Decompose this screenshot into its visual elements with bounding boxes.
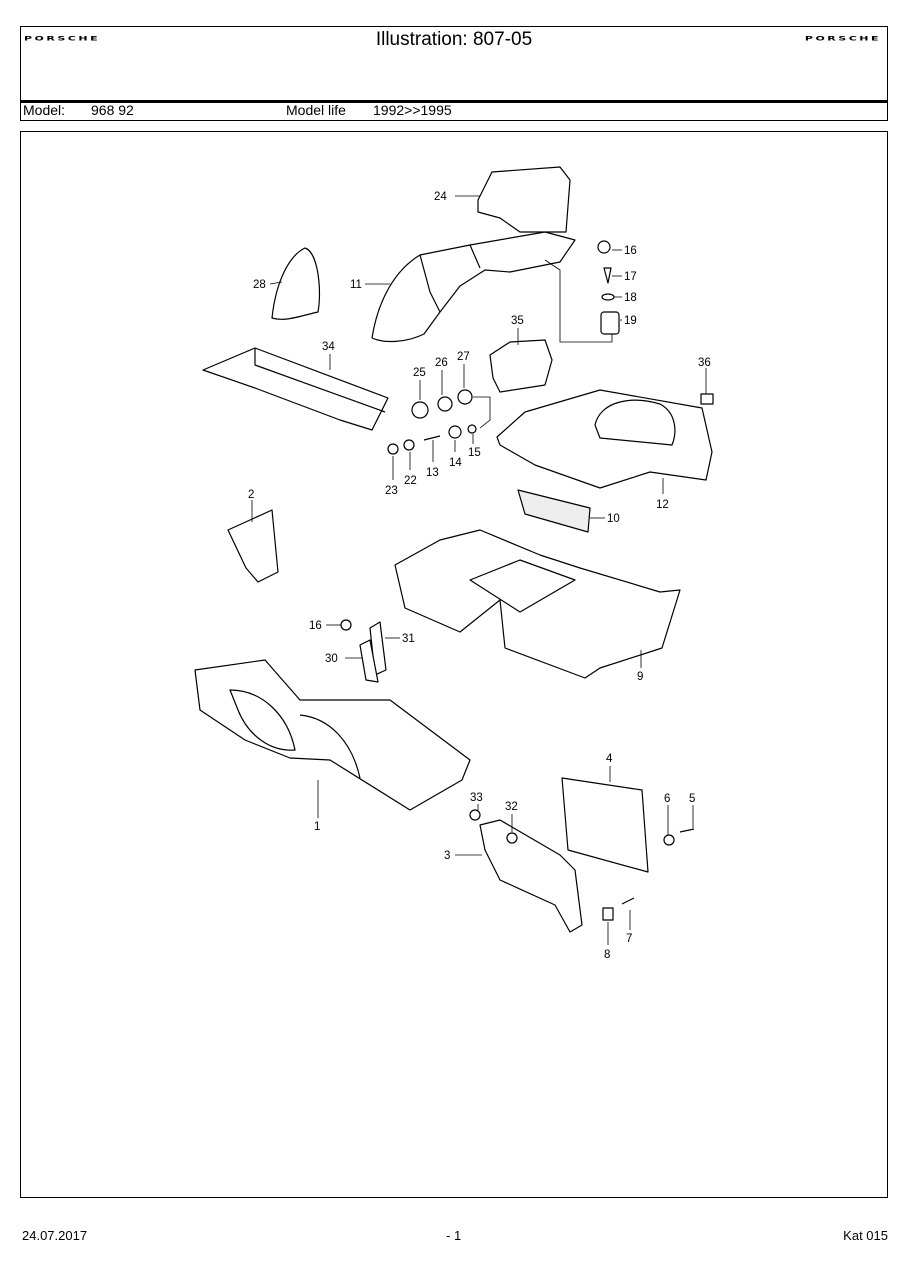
callout-11: 11 [350,279,362,291]
callout-25: 25 [413,367,426,379]
part-26-grommet [437,396,453,412]
part-30-pillar-trim [359,639,379,683]
callout-32: 32 [505,801,518,813]
part-13-screw [423,435,441,441]
part-10-pad [517,489,591,533]
callout-8: 8 [604,949,610,961]
porsche-logo-left: PORSCHE [24,35,101,43]
part-23-clip [387,443,399,455]
part-8-nut-plate [602,907,614,921]
part-36-clip [700,393,714,405]
callout-31: 31 [402,633,415,645]
part-27-grommet [457,389,473,405]
model-value: 968 92 [91,102,134,118]
part-34-rear-panel [202,347,389,431]
part-drawings [194,166,714,933]
part-4-plate [561,777,649,873]
illustration-frame [20,131,888,1198]
callout-7: 7 [626,933,632,945]
callout-13: 13 [426,467,439,479]
callout-1: 1 [314,821,320,833]
callout-17: 17 [624,271,637,283]
callout-24: 24 [434,191,447,203]
callout-27: 27 [457,351,470,363]
part-28-wheel-arch [271,247,321,320]
callout-30: 30 [325,653,338,665]
callout-14: 14 [449,457,462,469]
part-15-washer [467,424,477,434]
model-life-value: 1992>>1995 [373,102,452,118]
header-box: PORSCHE Illustration: 807-05 PORSCHE Mod… [20,26,888,121]
callout-28: 28 [253,279,266,291]
header-divider [21,100,887,103]
part-14-nut [448,425,462,439]
callout-36: 36 [698,357,711,369]
part-3-bracket [479,819,583,933]
model-label: Model: [23,102,66,118]
callout-15: 15 [468,447,481,459]
part-7-screw [621,897,635,905]
model-life-label: Model life [286,102,346,118]
part-5-screw [679,828,695,833]
leader-lines [251,195,707,945]
part-35-storage-box [489,339,553,393]
callout-5: 5 [689,793,695,805]
callout-16-top: 16 [624,245,637,257]
callout-2: 2 [248,489,254,501]
part-6-nut [663,834,675,846]
footer-catalog: Kat 015 [843,1228,888,1243]
callout-34: 34 [322,341,335,353]
part-2-side-panel [227,509,279,583]
footer-page-number: - 1 [446,1228,462,1243]
callout-labels: 24 28 11 16 17 18 19 34 35 25 26 27 36 1… [248,191,711,961]
part-18-washer [601,293,615,301]
part-22-clip [403,439,415,451]
part-11-wheelhouse-liner [371,231,576,343]
callout-10: 10 [607,513,620,525]
part-16-clip-lower [340,619,352,631]
callout-18: 18 [624,292,637,304]
callout-3: 3 [444,850,450,862]
callout-12: 12 [656,499,669,511]
part-1-floor-insulation [194,659,471,811]
illustration-title: Illustration: 807-05 [375,29,533,50]
part-32-bolt [506,832,518,844]
part-17-screw [603,267,612,284]
callout-23: 23 [385,485,398,497]
callout-22: 22 [404,475,417,487]
part-24-cover [477,166,571,233]
part-9-front-carpet [394,529,681,679]
callout-26: 26 [435,357,448,369]
footer-date: 24.07.2017 [22,1228,88,1243]
callout-35: 35 [511,315,524,327]
porsche-logo-right: PORSCHE [804,35,881,43]
part-16-clip-top [597,240,611,254]
callout-16-lower: 16 [309,620,322,632]
part-33-bolt [469,809,481,821]
callout-19: 19 [624,315,637,327]
callout-6: 6 [664,793,670,805]
part-19-sleeve [600,311,620,335]
part-25-cap [411,401,429,419]
callout-9: 9 [637,671,643,683]
callout-33: 33 [470,792,483,804]
callout-4: 4 [606,753,613,765]
